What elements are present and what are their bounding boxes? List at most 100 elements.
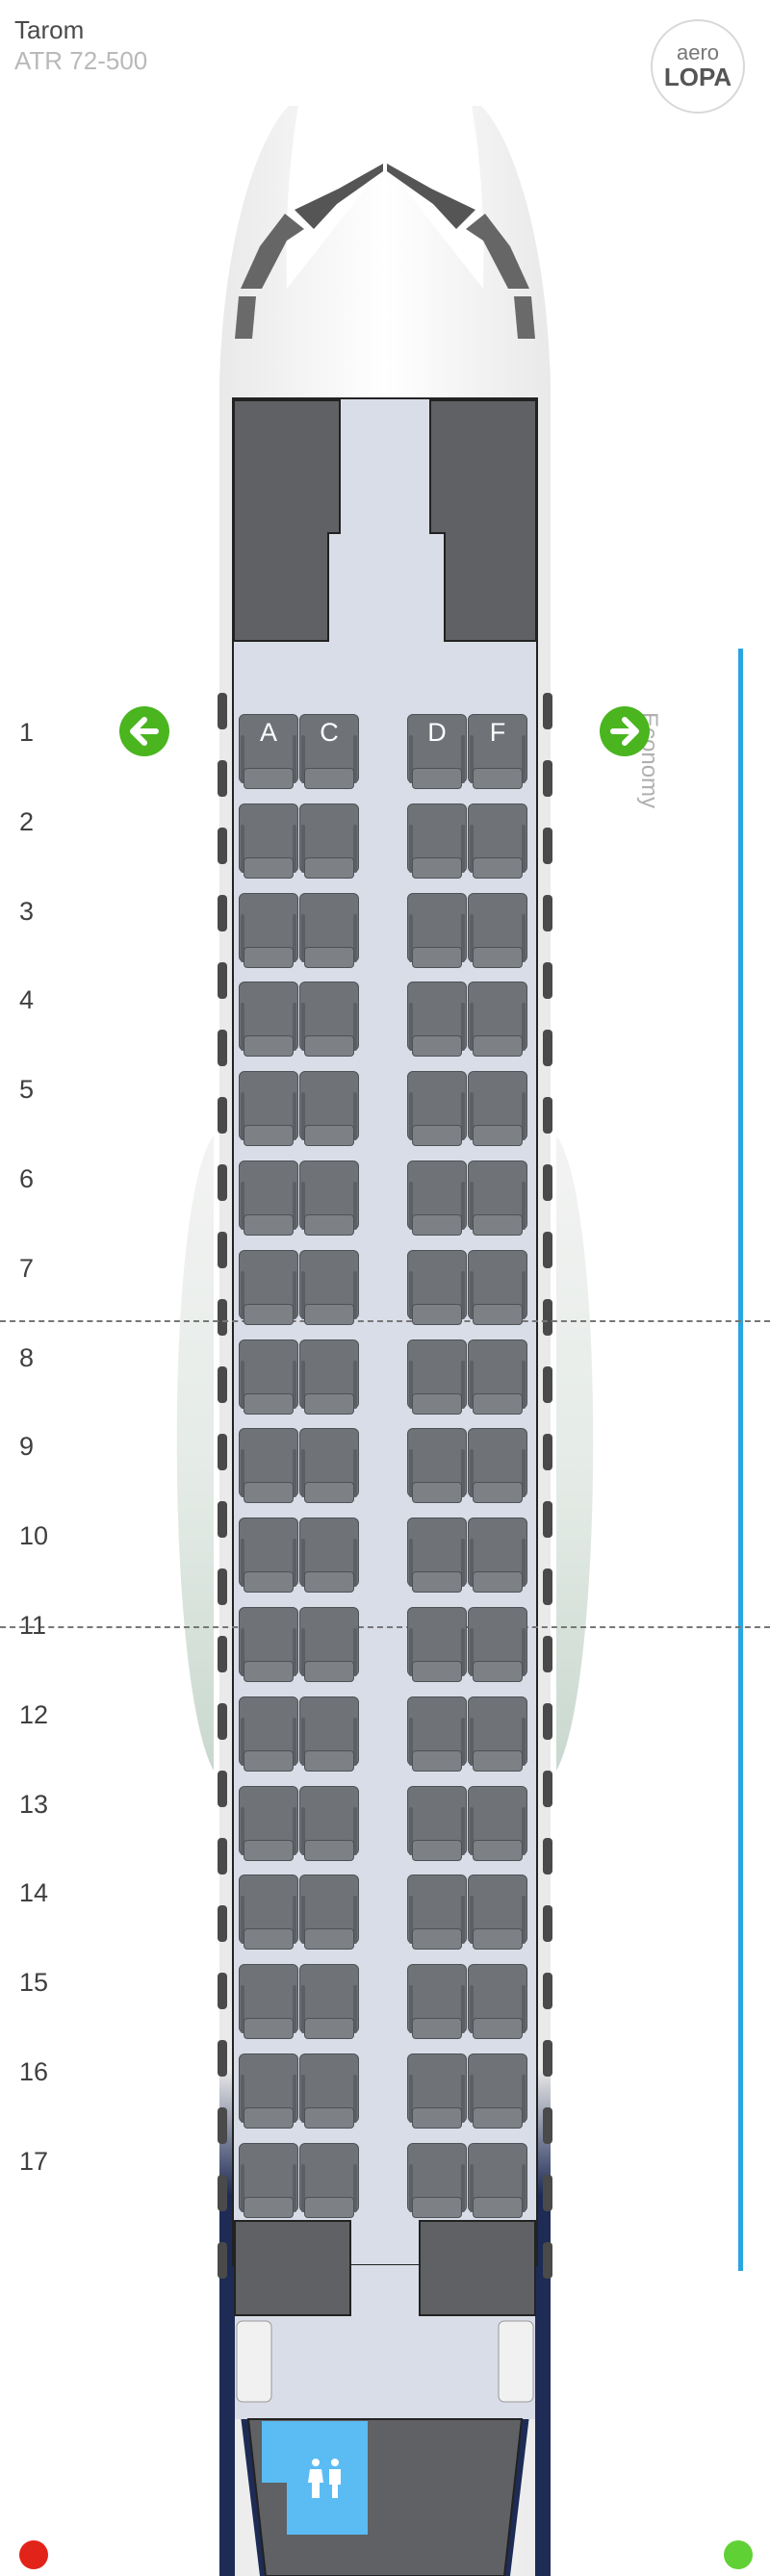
seat-11D[interactable]	[407, 1607, 467, 1684]
logo-text-aero: aero	[676, 40, 720, 64]
seat-5C[interactable]	[299, 1071, 359, 1148]
arrow-left-icon	[130, 717, 159, 746]
seat-12D[interactable]	[407, 1696, 467, 1773]
seat-13A[interactable]	[239, 1785, 298, 1863]
seat-5A[interactable]	[239, 1071, 298, 1148]
seat-9D[interactable]	[407, 1428, 467, 1505]
airline-name: Tarom	[14, 15, 85, 44]
row-number: 14	[19, 1878, 49, 1908]
seat-17C[interactable]	[299, 2142, 359, 2220]
seat-14D[interactable]	[407, 1875, 467, 1951]
logo-text-lopa: LOPA	[663, 63, 732, 91]
seat-4F[interactable]	[468, 982, 527, 1058]
right-windows	[543, 693, 552, 2279]
seat-3A[interactable]	[239, 892, 298, 970]
seat-7A[interactable]	[239, 1249, 298, 1327]
seat-7F[interactable]	[468, 1249, 527, 1327]
row-number: 10	[19, 1521, 49, 1551]
seat-2A[interactable]	[239, 803, 298, 880]
seat-17D[interactable]	[407, 2142, 467, 2220]
seat-12F[interactable]	[468, 1696, 527, 1773]
seat-15F[interactable]	[468, 1964, 527, 2041]
seat-13D[interactable]	[407, 1785, 467, 1863]
seat-5F[interactable]	[468, 1071, 527, 1148]
seat-1C[interactable]	[299, 714, 359, 791]
seat-8C[interactable]	[299, 1339, 359, 1416]
seat-12A[interactable]	[239, 1696, 298, 1773]
seat-10F[interactable]	[468, 1518, 527, 1594]
seat-16F[interactable]	[468, 2053, 527, 2130]
seat-1D[interactable]	[407, 714, 467, 791]
row-number: 16	[19, 2057, 49, 2086]
seat-15D[interactable]	[407, 1964, 467, 2041]
seat-7D[interactable]	[407, 1249, 467, 1327]
column-letter-F: F	[489, 718, 506, 747]
aerolopa-logo[interactable]: aero LOPA	[651, 19, 745, 114]
column-letter-A: A	[259, 718, 277, 747]
lavatory	[262, 2421, 368, 2535]
seat-3C[interactable]	[299, 892, 359, 970]
row-number: 2	[19, 806, 35, 836]
row-number: 12	[19, 1699, 49, 1729]
seat-1A[interactable]	[239, 714, 298, 791]
seat-10C[interactable]	[299, 1518, 359, 1594]
cockpit-windows	[235, 164, 535, 339]
seat-15A[interactable]	[239, 1964, 298, 2041]
row-number: 5	[19, 1075, 35, 1105]
seat-10A[interactable]	[239, 1518, 298, 1594]
seat-6F[interactable]	[468, 1160, 527, 1237]
left-windows	[218, 693, 227, 2279]
seat-3F[interactable]	[468, 892, 527, 970]
restroom-icon	[306, 2458, 345, 2505]
seat-2C[interactable]	[299, 803, 359, 880]
seat-17F[interactable]	[468, 2142, 527, 2220]
aircraft-model: ATR 72-500	[14, 46, 148, 75]
seat-4A[interactable]	[239, 982, 298, 1058]
seat-5D[interactable]	[407, 1071, 467, 1148]
seat-16A[interactable]	[239, 2053, 298, 2130]
seat-15C[interactable]	[299, 1964, 359, 2041]
seat-1F[interactable]	[468, 714, 527, 791]
arrow-right-icon	[610, 717, 639, 746]
seat-16D[interactable]	[407, 2053, 467, 2130]
seat-16C[interactable]	[299, 2053, 359, 2130]
seat-6D[interactable]	[407, 1160, 467, 1237]
exit-right	[600, 706, 650, 756]
seat-7C[interactable]	[299, 1249, 359, 1327]
seat-12C[interactable]	[299, 1696, 359, 1773]
seat-8D[interactable]	[407, 1339, 467, 1416]
nav-light-green	[724, 2540, 753, 2569]
wing-trailing-edge-marker	[0, 1626, 770, 1628]
seat-10D[interactable]	[407, 1518, 467, 1594]
seat-14F[interactable]	[468, 1875, 527, 1951]
row-number: 9	[19, 1432, 35, 1462]
right-wing	[556, 1135, 594, 1771]
row-number: 6	[19, 1164, 35, 1193]
exit-left	[119, 706, 169, 756]
seat-4D[interactable]	[407, 982, 467, 1058]
row-number: 7	[19, 1253, 35, 1283]
seat-13C[interactable]	[299, 1785, 359, 1863]
seat-6A[interactable]	[239, 1160, 298, 1237]
seat-11C[interactable]	[299, 1607, 359, 1684]
seat-14C[interactable]	[299, 1875, 359, 1951]
seat-6C[interactable]	[299, 1160, 359, 1237]
seat-2F[interactable]	[468, 803, 527, 880]
seat-11A[interactable]	[239, 1607, 298, 1684]
row-number: 1	[19, 718, 35, 747]
seat-8A[interactable]	[239, 1339, 298, 1416]
seat-9C[interactable]	[299, 1428, 359, 1505]
row-number: 15	[19, 1968, 49, 1998]
seat-11F[interactable]	[468, 1607, 527, 1684]
row-number: 3	[19, 896, 35, 926]
seat-3D[interactable]	[407, 892, 467, 970]
seat-14A[interactable]	[239, 1875, 298, 1951]
seat-8F[interactable]	[468, 1339, 527, 1416]
seat-17A[interactable]	[239, 2142, 298, 2220]
seat-2D[interactable]	[407, 803, 467, 880]
seat-13F[interactable]	[468, 1785, 527, 1863]
seat-4C[interactable]	[299, 982, 359, 1058]
seat-9A[interactable]	[239, 1428, 298, 1505]
seat-9F[interactable]	[468, 1428, 527, 1505]
